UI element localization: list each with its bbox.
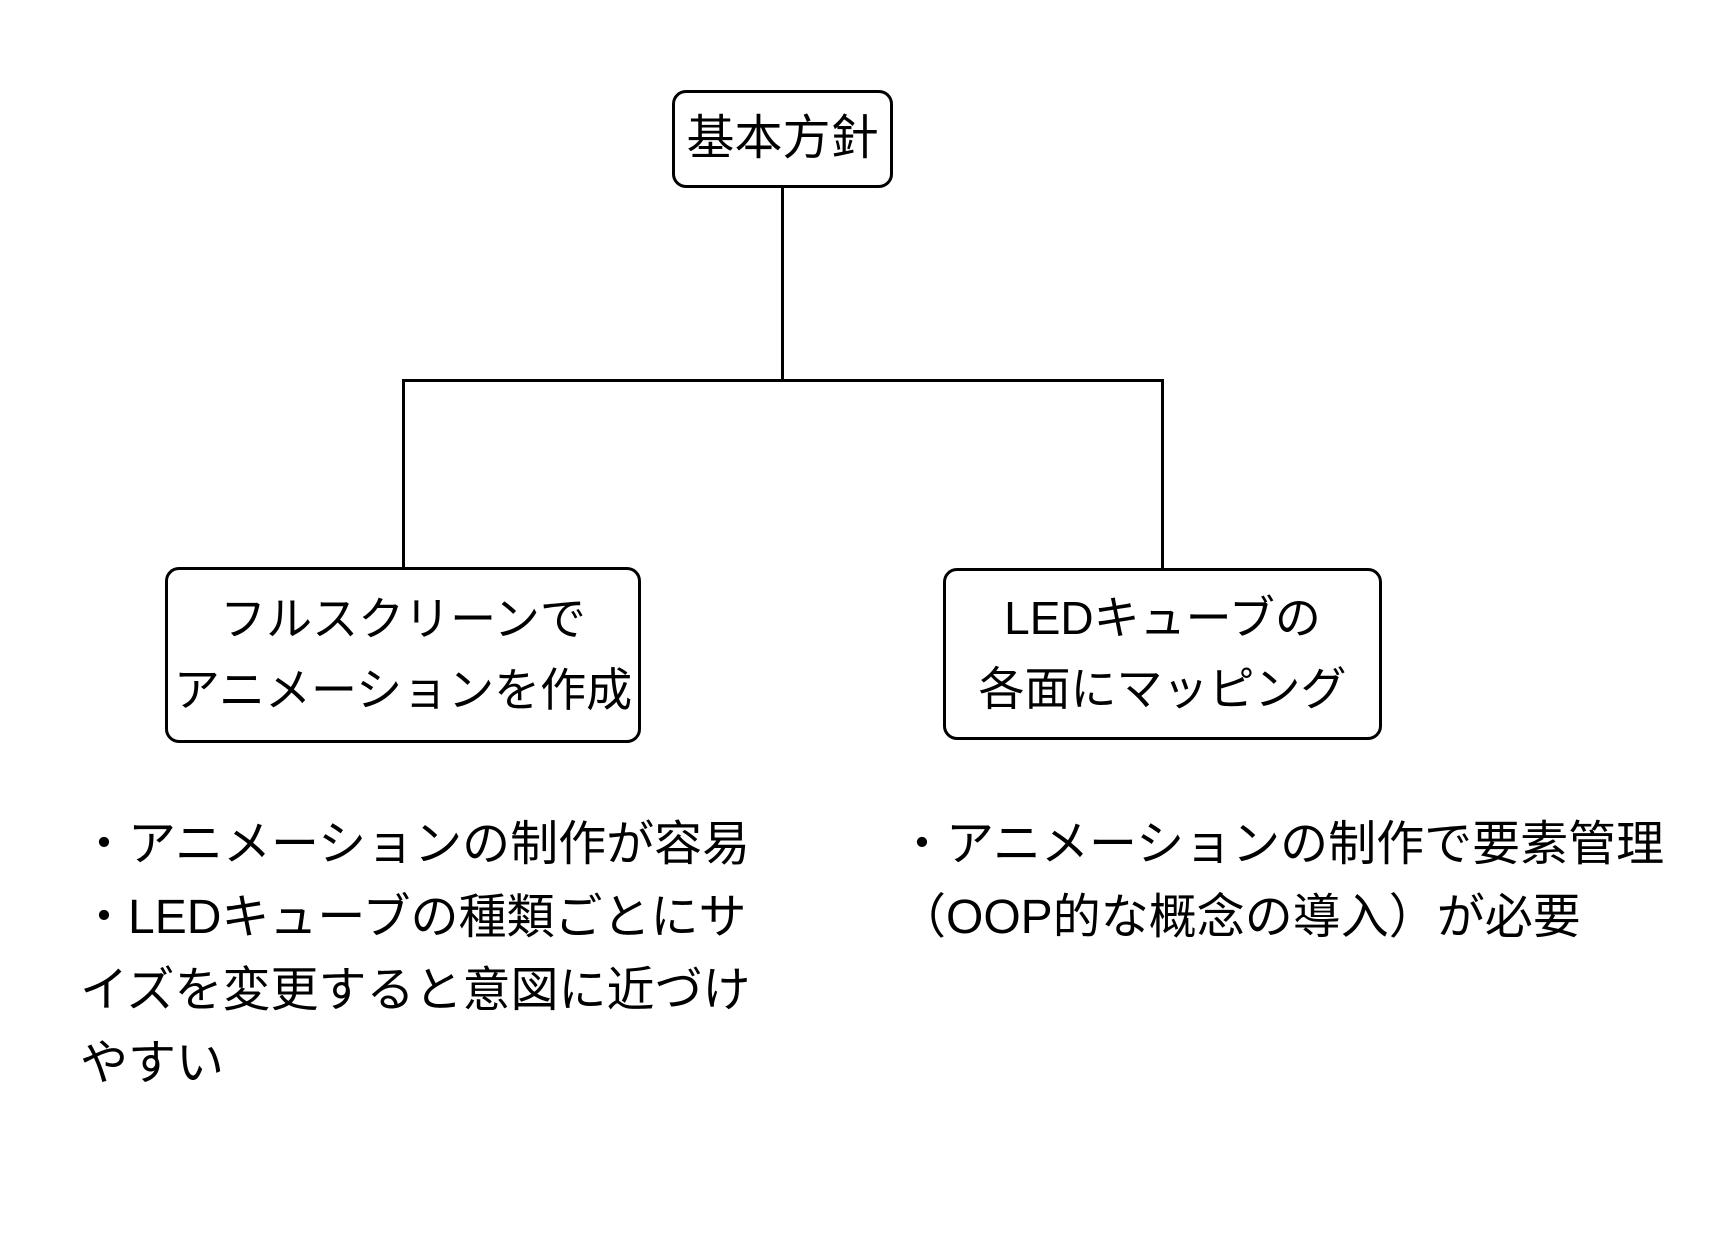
node-fullscreen-animation-line-2: アニメーションを作成 bbox=[173, 664, 633, 716]
connector-right-drop bbox=[1161, 379, 1164, 570]
connector-left-drop bbox=[402, 379, 405, 569]
note-left-line-2: ・LEDキューブの種類ごとにサ bbox=[80, 891, 747, 944]
note-left-column: ・アニメーションの制作が容易 ・LEDキューブの種類ごとにサ イズを変更すると意… bbox=[80, 808, 751, 1100]
node-fullscreen-animation: フルスクリーンで アニメーションを作成 bbox=[165, 567, 641, 743]
note-right-line-2: （OOP的な概念の導入）が必要 bbox=[898, 891, 1581, 944]
node-led-cube-mapping-line-1: LEDキューブの bbox=[1004, 592, 1321, 644]
note-right-column: ・アニメーションの制作で要素管理 （OOP的な概念の導入）が必要 bbox=[898, 808, 1664, 954]
note-left-line-4: やすい bbox=[80, 1037, 225, 1090]
node-basic-policy: 基本方針 bbox=[672, 90, 893, 188]
note-left-line-3: イズを変更すると意図に近づけ bbox=[80, 964, 751, 1017]
node-basic-policy-label: 基本方針 bbox=[686, 112, 879, 165]
note-right-line-1: ・アニメーションの制作で要素管理 bbox=[898, 818, 1665, 871]
node-fullscreen-animation-line-1: フルスクリーンで bbox=[220, 593, 586, 645]
connector-horizontal-bar bbox=[402, 379, 1164, 382]
node-led-cube-mapping: LEDキューブの 各面にマッピング bbox=[943, 568, 1382, 740]
note-left-line-1: ・アニメーションの制作が容易 bbox=[80, 818, 751, 871]
connector-root-stem bbox=[781, 188, 784, 380]
node-led-cube-mapping-line-2: 各面にマッピング bbox=[978, 663, 1347, 715]
